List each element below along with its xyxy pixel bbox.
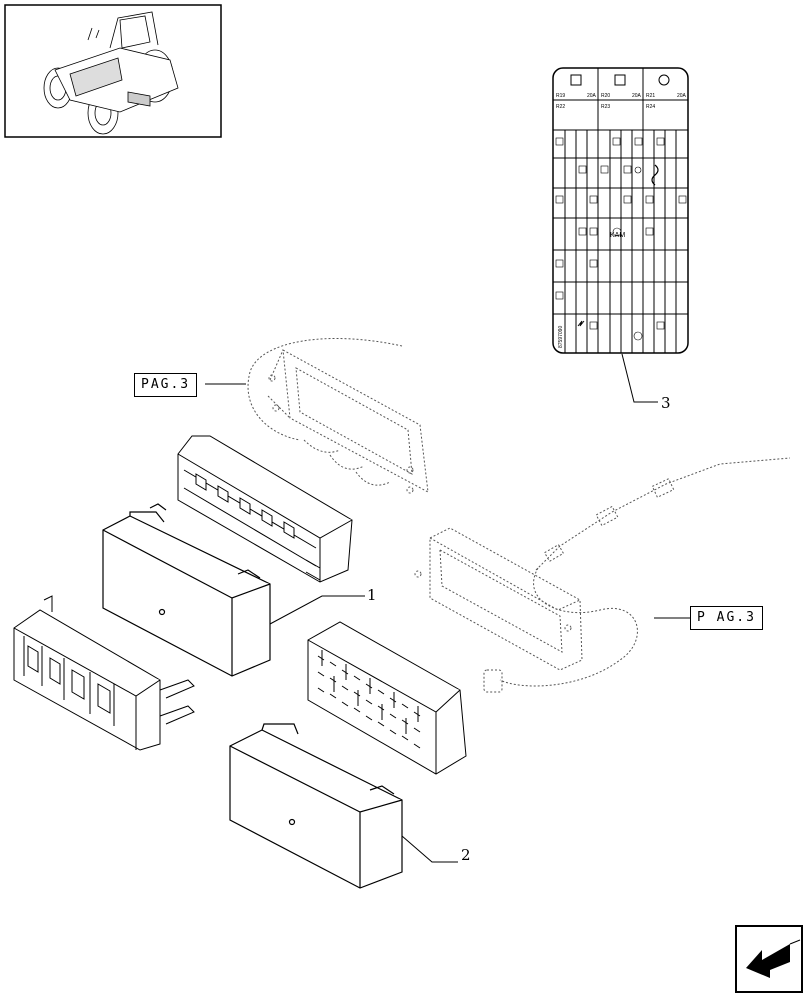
relay-id-2: R20 xyxy=(601,93,610,99)
upper-fuse-frame-dotted xyxy=(247,338,429,494)
relay-id-5: R23 xyxy=(601,104,610,110)
page-reference-right[interactable]: P AG.3 xyxy=(690,606,763,630)
fuse-cover-1 xyxy=(102,503,271,677)
leader-line-2 xyxy=(401,835,458,863)
fuse-text-kam: KAM xyxy=(610,232,625,239)
lower-fuse-frame-dotted xyxy=(414,457,791,693)
leader-line-3 xyxy=(621,353,658,403)
fuse-label-card xyxy=(552,67,689,354)
relay-amp-1: 20A xyxy=(587,93,597,99)
relay-id-3: R21 xyxy=(646,93,655,99)
callout-2: 2 xyxy=(461,846,472,864)
fuse-bracket xyxy=(13,595,195,751)
callout-1: 1 xyxy=(367,586,378,604)
lower-fuse-block xyxy=(307,621,467,775)
upper-fuse-holder xyxy=(177,435,353,583)
page-reference-left[interactable]: PAG.3 xyxy=(134,373,198,397)
callout-3: 3 xyxy=(661,394,672,412)
relay-id-1: R19 xyxy=(556,93,565,99)
relay-id-6: R24 xyxy=(646,104,655,110)
leader-line-1 xyxy=(269,595,365,625)
lightning-icon xyxy=(577,320,585,327)
fuse-cover-2 xyxy=(229,723,403,889)
fan-icon xyxy=(651,164,659,186)
tractor-thumbnail-icon[interactable] xyxy=(4,4,222,138)
next-page-arrow-icon[interactable] xyxy=(735,925,803,993)
relay-amp-2: 20A xyxy=(632,93,642,99)
relay-id-4: R22 xyxy=(556,104,565,110)
relay-amp-3: 20A xyxy=(677,93,687,99)
part-code: 87597090 xyxy=(558,326,564,348)
